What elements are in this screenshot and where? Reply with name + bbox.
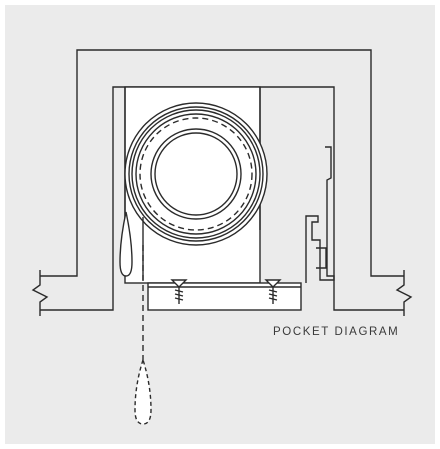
break-line-right <box>395 270 413 316</box>
mounting-bracket <box>305 146 335 283</box>
roller-tube <box>124 102 268 246</box>
break-line-left <box>31 270 49 316</box>
screw-right <box>264 279 282 304</box>
screw-left <box>170 279 188 304</box>
chain-tassel-upper <box>119 211 133 277</box>
diagram-caption: POCKET DIAGRAM <box>273 326 400 338</box>
chain-tassel-lower <box>134 357 152 425</box>
ceiling-profile-outer <box>40 49 404 277</box>
bracket-detail <box>316 247 327 269</box>
